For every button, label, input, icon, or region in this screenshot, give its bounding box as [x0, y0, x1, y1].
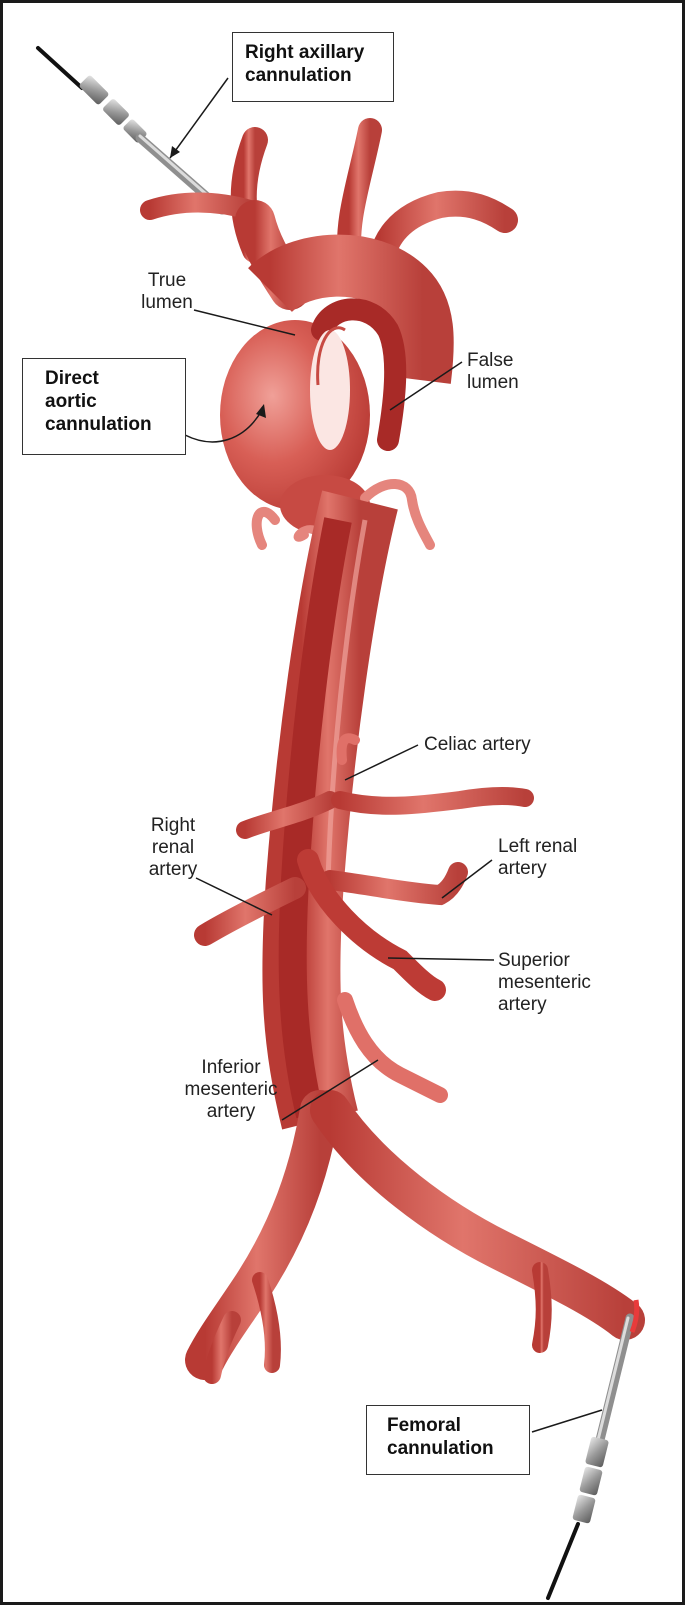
label-direct-aortic-cannulation: Direct aortic cannulation	[22, 358, 186, 455]
leader-true-lumen	[193, 309, 296, 336]
leader-false-lumen	[389, 361, 463, 411]
axillary-cannula-icon	[36, 46, 227, 215]
label-left-renal-artery: Left renal artery	[498, 836, 578, 879]
leader-celiac	[344, 744, 419, 781]
femoral-cannula-icon	[546, 1299, 640, 1600]
leader-inferior-mesenteric	[281, 1059, 379, 1121]
leader-direct-aortic	[184, 409, 263, 443]
label-right-renal-artery: Right renal artery	[148, 815, 198, 880]
label-celiac-artery: Celiac artery	[424, 734, 531, 755]
label-superior-mesenteric-artery: Superior mesenteric artery	[498, 950, 591, 1015]
leader-femoral	[531, 1409, 603, 1433]
label-true-lumen: True lumen	[141, 270, 193, 313]
label-right-axillary-cannulation: Right axillary cannulation	[232, 32, 394, 102]
label-inferior-mesenteric-artery: Inferior mesenteric artery	[184, 1057, 278, 1122]
label-false-lumen: False lumen	[467, 350, 519, 393]
leader-lines	[169, 77, 603, 1433]
visceral-branches	[194, 733, 534, 1103]
label-femoral-cannulation: Femoral cannulation	[366, 1405, 530, 1475]
leader-superior-mesenteric	[387, 957, 495, 961]
iliac-arteries	[185, 1090, 645, 1384]
leader-right-axillary	[169, 77, 229, 159]
leader-left-renal	[441, 859, 493, 899]
leader-right-renal	[195, 877, 273, 916]
